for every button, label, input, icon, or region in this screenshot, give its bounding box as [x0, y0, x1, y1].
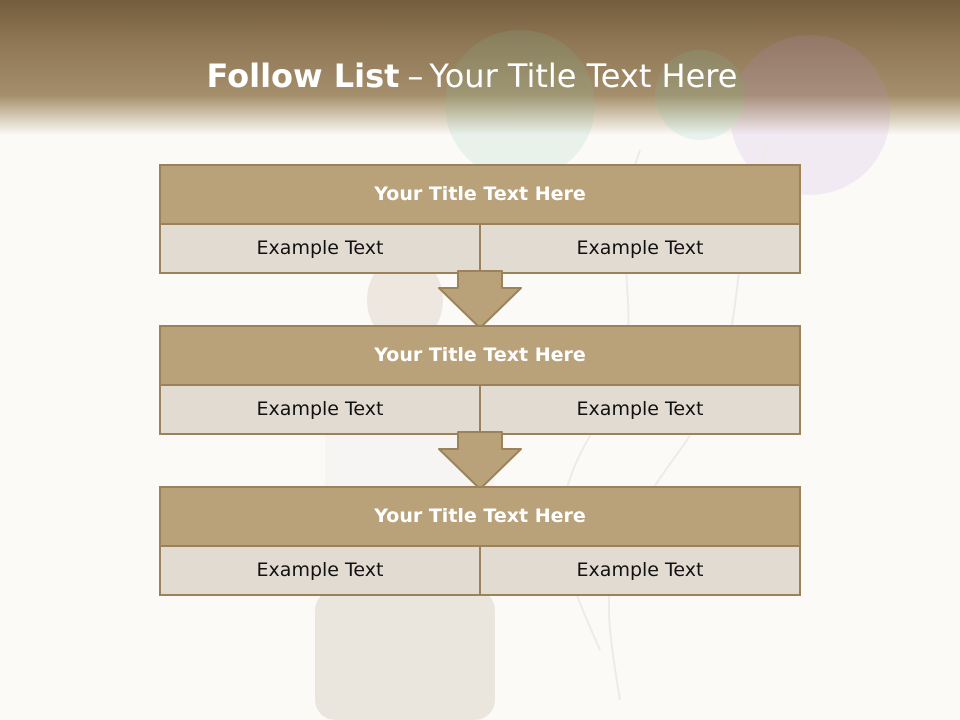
slide-title-dash: –: [407, 57, 424, 95]
step-cell-right: Example Text: [479, 225, 799, 272]
down-arrow-icon: [438, 270, 522, 329]
slide-title-text: Your Title Text Here: [429, 57, 738, 95]
slide-title-bold: Follow List: [206, 57, 400, 95]
step-row: Example Text Example Text: [161, 225, 799, 272]
step-box-2: Your Title Text Here Example Text Exampl…: [159, 325, 801, 435]
step-box-3: Your Title Text Here Example Text Exampl…: [159, 486, 801, 596]
step-row: Example Text Example Text: [161, 386, 799, 433]
step-cell-right: Example Text: [479, 386, 799, 433]
step-title: Your Title Text Here: [161, 488, 799, 547]
header-band: [0, 0, 960, 135]
step-cell-left: Example Text: [161, 225, 479, 272]
step-title: Your Title Text Here: [161, 166, 799, 225]
step-box-1: Your Title Text Here Example Text Exampl…: [159, 164, 801, 274]
down-arrow-icon: [438, 431, 522, 490]
step-row: Example Text Example Text: [161, 547, 799, 594]
step-cell-left: Example Text: [161, 547, 479, 594]
step-title: Your Title Text Here: [161, 327, 799, 386]
step-cell-right: Example Text: [479, 547, 799, 594]
step-cell-left: Example Text: [161, 386, 479, 433]
slide-title: Follow List–Your Title Text Here: [0, 52, 944, 100]
